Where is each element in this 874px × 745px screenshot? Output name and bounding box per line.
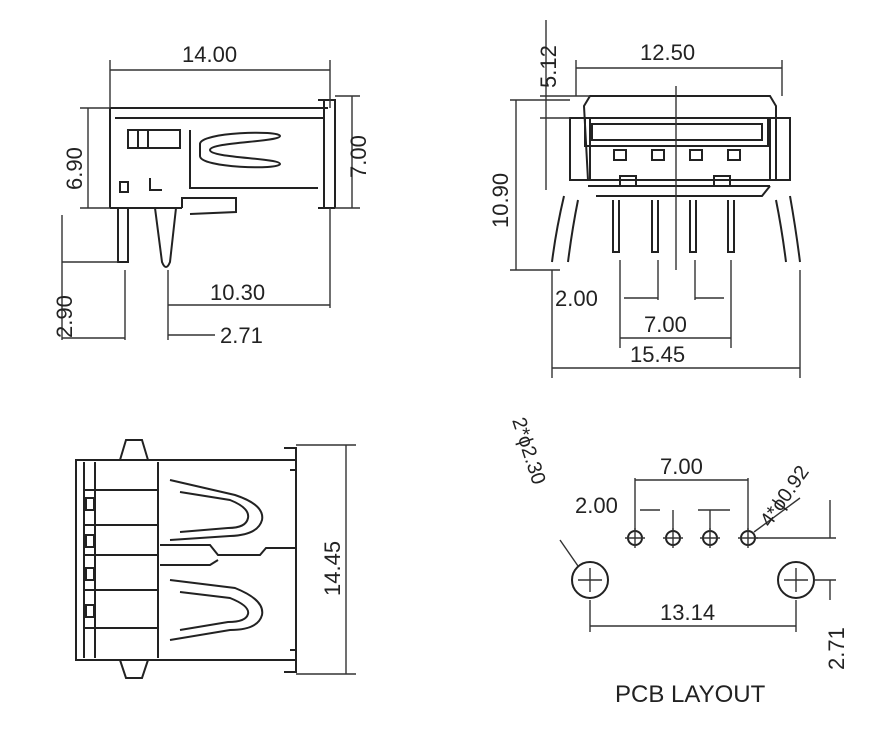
large-hole-left — [571, 561, 609, 599]
pcb-layout-title: PCB LAYOUT — [615, 681, 766, 708]
dim-5-12: 5.12 — [536, 45, 561, 88]
dim-12-50: 12.50 — [640, 40, 695, 65]
dim-2-00: 2.00 — [555, 286, 598, 311]
small-hole-4 — [738, 528, 758, 548]
dim-pcb-7-00: 7.00 — [660, 454, 703, 479]
dim-pcb-2-00: 2.00 — [575, 493, 618, 518]
small-hole-2 — [663, 528, 683, 548]
dim-6-90: 6.90 — [62, 147, 87, 190]
dim-10-90: 10.90 — [488, 173, 513, 228]
small-hole-1 — [625, 528, 645, 548]
dim-14-00: 14.00 — [182, 42, 237, 67]
dim-15-45: 15.45 — [630, 342, 685, 367]
dim-2-71: 2.71 — [220, 323, 263, 348]
dim-14-45: 14.45 — [320, 541, 345, 596]
large-hole-right — [777, 561, 815, 599]
dim-13-14: 13.14 — [660, 600, 715, 625]
dim-2-90: 2.90 — [52, 295, 77, 338]
dim-10-30: 10.30 — [210, 280, 265, 305]
label-large-holes: 2*ϕ2.30 — [507, 415, 549, 487]
small-hole-3 — [700, 528, 720, 548]
label-small-holes: 4*ϕ0.92 — [756, 462, 814, 531]
dim-pcb-2-71: 2.71 — [824, 627, 849, 670]
pcb-layout: 7.00 2.00 4*ϕ0.92 2*ϕ2.30 13.14 2.71 PCB… — [507, 415, 849, 708]
front-view: 12.50 5.12 10.90 2.00 7.00 15.45 — [488, 20, 801, 378]
side-view: 14.00 6.90 7.00 2.90 10.30 2.71 — [52, 42, 371, 348]
dim-7-00-pins: 7.00 — [644, 312, 687, 337]
bottom-view: 14.45 — [75, 439, 356, 679]
dim-7-00: 7.00 — [346, 135, 371, 178]
